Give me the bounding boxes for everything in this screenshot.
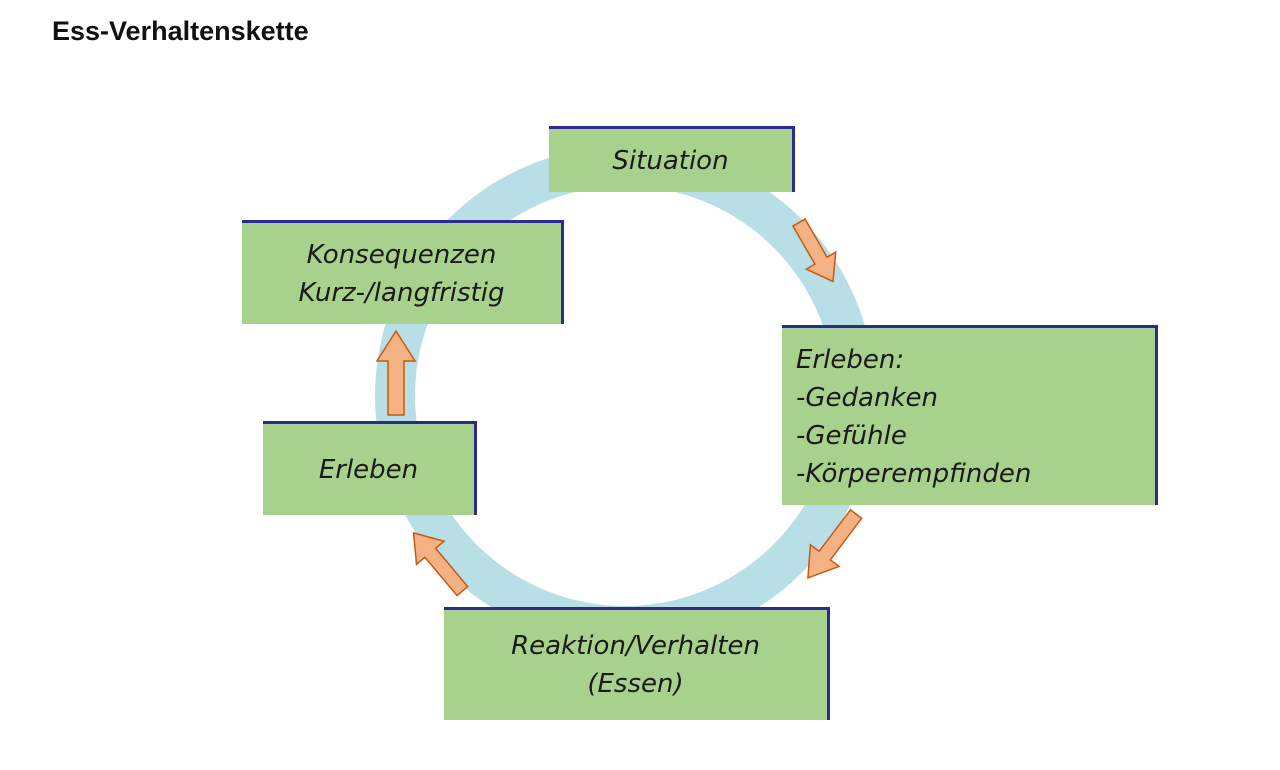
node-erleben: Erleben xyxy=(263,421,477,515)
node-erleben-details-line-2: -Gedanken xyxy=(796,382,938,413)
node-konsequenzen: Konsequenzen Kurz-/langfristig xyxy=(242,220,564,324)
arrow-erleben-details-to-reaktion xyxy=(807,508,863,580)
node-situation: Situation xyxy=(549,126,795,192)
node-konsequenzen-line-1: Konsequenzen xyxy=(306,239,497,270)
node-reaktion-line-2: (Essen) xyxy=(587,669,684,699)
node-erleben-line-1: Erleben xyxy=(318,454,419,485)
arrow-reaktion-to-erleben xyxy=(412,531,469,597)
node-erleben-details-line-4: -Körperempfinden xyxy=(796,458,1032,489)
node-situation-line-1: Situation xyxy=(612,145,729,176)
node-reaktion: Reaktion/Verhalten (Essen) xyxy=(444,607,830,720)
node-konsequenzen-line-2: Kurz-/langfristig xyxy=(298,277,505,308)
node-reaktion-line-1: Reaktion/Verhalten xyxy=(511,631,760,661)
arrow-erleben-to-konsequenzen xyxy=(375,329,417,416)
node-erleben-details-line-3: -Gefühle xyxy=(796,420,907,451)
arrow-situation-to-erleben-details xyxy=(791,218,837,283)
page-title: Ess-Verhaltenskette xyxy=(52,16,309,46)
node-erleben-details-line-1: Erleben: xyxy=(796,344,905,375)
node-erleben-details: Erleben: -Gedanken -Gefühle -Körperempfi… xyxy=(782,325,1158,505)
